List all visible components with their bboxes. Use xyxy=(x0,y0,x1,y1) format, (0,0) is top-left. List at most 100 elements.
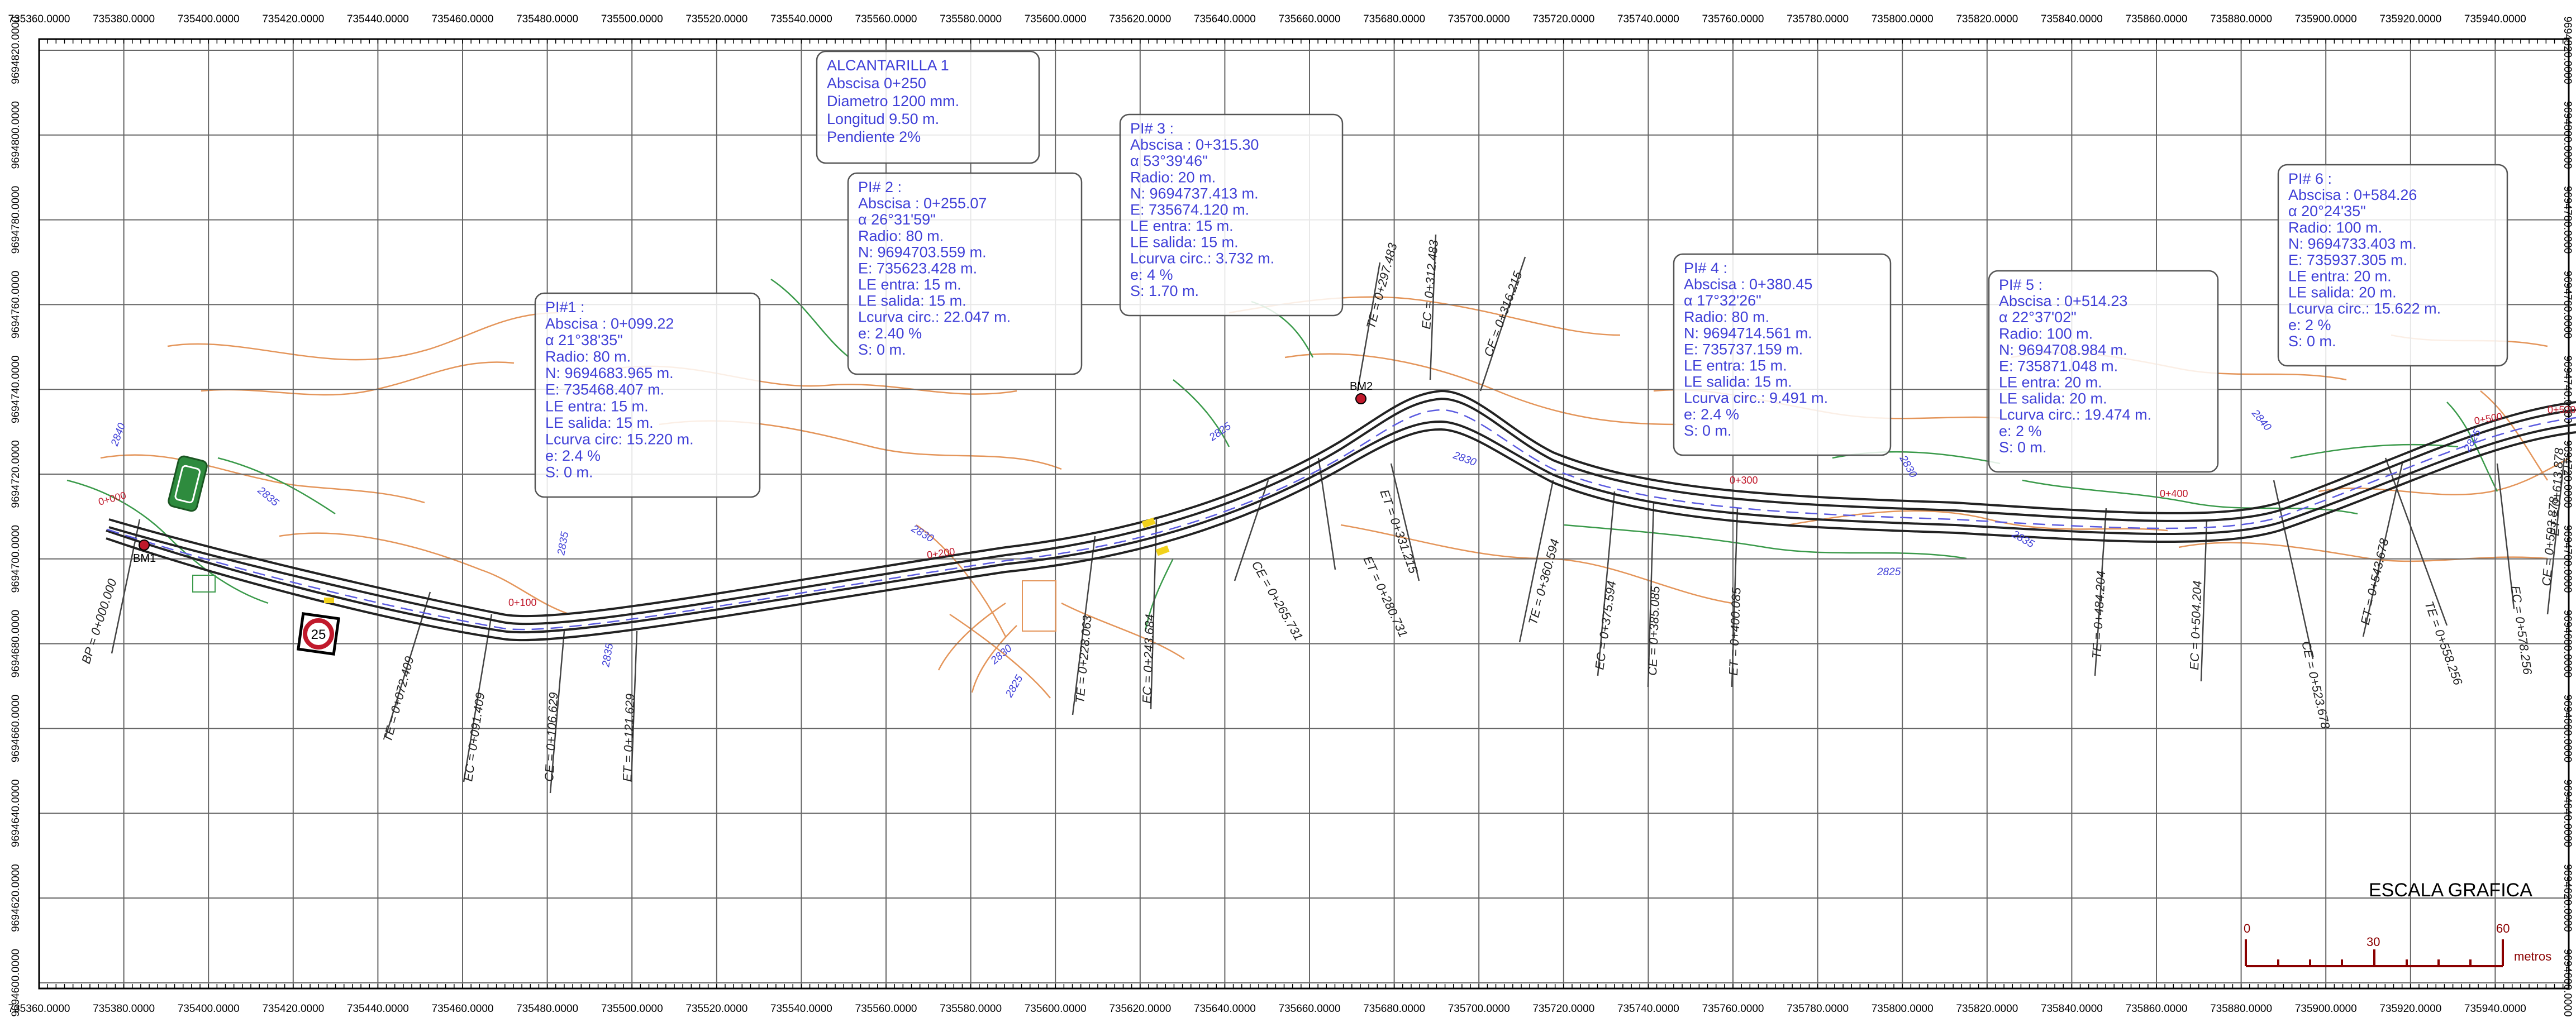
x-tick-label: 735900.0000 xyxy=(2295,1003,2357,1015)
x-tick-label: 735500.0000 xyxy=(601,13,663,25)
box-frame xyxy=(1119,113,1344,317)
box-frame xyxy=(1673,253,1892,456)
box-line: e: 2 % xyxy=(2288,317,2331,333)
x-tick-label: 735560.0000 xyxy=(855,1003,917,1015)
x-tick-label: 735840.0000 xyxy=(2041,13,2103,25)
chainage-label: 0+100 xyxy=(508,597,537,608)
x-tick-label: 735580.0000 xyxy=(940,13,1002,25)
box-frame xyxy=(847,172,1083,375)
x-tick-label: 735460.0000 xyxy=(432,1003,494,1015)
box-line: LE entra: 15 m. xyxy=(545,398,649,414)
box-line: Radio: 80 m. xyxy=(545,348,631,365)
box-line: S: 0 m. xyxy=(858,341,906,358)
box-line: LE salida: 15 m. xyxy=(1684,374,1792,390)
y-tick-label: 9694600.0000 xyxy=(10,949,22,1017)
y-tick-label: 9694680.0000 xyxy=(2561,610,2573,678)
box-line: Lcurva circ.: 9.491 m. xyxy=(1684,390,1828,407)
box-line: S: 0 m. xyxy=(545,464,593,480)
x-tick-label: 735520.0000 xyxy=(685,1003,747,1015)
site-features xyxy=(192,575,1056,632)
box-line: PI# 5 : xyxy=(1999,276,2042,293)
box-line: N: 9694703.559 m. xyxy=(858,243,987,260)
box-line: PI# 4 : xyxy=(1684,260,1727,276)
curve-box-pi4: PI# 4 :Abscisa : 0+380.45α 17°32'26"Radi… xyxy=(1673,253,1892,456)
box-line: LE salida: 15 m. xyxy=(545,414,654,431)
x-tick-label: 735940.0000 xyxy=(2464,1003,2526,1015)
x-tick-label: 735800.0000 xyxy=(1872,1003,1934,1015)
y-tick-label: 9694640.0000 xyxy=(10,779,22,847)
x-tick-label: 735780.0000 xyxy=(1787,1003,1849,1015)
box-line: E: 735737.159 m. xyxy=(1684,341,1803,357)
x-tick-label: 735860.0000 xyxy=(2126,13,2188,25)
scale-tick-0: 0 xyxy=(2244,921,2250,935)
y-tick-label: 9694620.0000 xyxy=(10,864,22,932)
x-tick-label: 735440.0000 xyxy=(347,1003,409,1015)
benchmark-2-label: BM2 xyxy=(1350,380,1373,393)
y-tick-label: 9694820.0000 xyxy=(10,16,22,84)
y-tick-label: 9694740.0000 xyxy=(2561,355,2573,423)
box-line: e: 4 % xyxy=(1130,266,1173,283)
road-guide-sign-icon xyxy=(168,455,208,512)
box-frame xyxy=(534,292,761,498)
y-tick-label: 9694620.0000 xyxy=(2561,864,2573,932)
y-tick-labels-left: 9694820.00009694800.00009694780.00009694… xyxy=(10,16,22,1016)
box-line: e: 2.4 % xyxy=(545,447,601,464)
x-tick-label: 735400.0000 xyxy=(178,1003,240,1015)
box-line: α 22°37'02" xyxy=(1999,309,2077,326)
y-tick-label: 9694680.0000 xyxy=(10,610,22,678)
x-tick-label: 735840.0000 xyxy=(2041,1003,2103,1015)
y-tick-label: 9694720.0000 xyxy=(10,440,22,508)
box-line: PI# 6 : xyxy=(2288,170,2332,187)
box-line: α 17°32'26" xyxy=(1684,292,1761,309)
box-line: Radio: 80 m. xyxy=(1684,308,1769,325)
x-tick-label: 735820.0000 xyxy=(1956,13,2018,25)
y-tick-label: 9694760.0000 xyxy=(10,271,22,339)
plan-frame xyxy=(38,38,2570,990)
x-tick-label: 735920.0000 xyxy=(2379,1003,2441,1015)
x-tick-label: 735400.0000 xyxy=(178,13,240,25)
box-frame xyxy=(816,50,1040,164)
box-line: LE salida: 15 m. xyxy=(858,293,966,309)
box-line: Lcurva circ.: 15.622 m. xyxy=(2288,300,2441,317)
box-line: LE entra: 15 m. xyxy=(1130,218,1234,235)
y-tick-label: 9694660.0000 xyxy=(10,695,22,763)
scale-unit: metros xyxy=(2514,949,2551,963)
box-frame xyxy=(2277,164,2508,367)
box-line: e: 2.4 % xyxy=(1684,406,1739,423)
chainage-label: 0+300 xyxy=(1730,475,1758,486)
scale-tick-60: 60 xyxy=(2496,921,2510,935)
x-tick-label: 735700.0000 xyxy=(1448,13,1510,25)
box-line: N: 9694737.413 m. xyxy=(1130,185,1259,202)
scale-tick-30: 30 xyxy=(2367,935,2380,949)
box-line: LE salida: 15 m. xyxy=(1130,234,1239,251)
x-tick-label: 735860.0000 xyxy=(2126,1003,2188,1015)
station-label: CE = 0+385.085 xyxy=(1645,585,1663,676)
box-line: Abscisa : 0+380.45 xyxy=(1684,276,1812,293)
x-tick-label: 735380.0000 xyxy=(93,1003,155,1015)
box-line: PI# 2 : xyxy=(858,179,902,195)
station-label: EC = 0+243.684 xyxy=(1140,614,1157,704)
x-tick-label: 735680.0000 xyxy=(1363,13,1425,25)
x-tick-label: 735480.0000 xyxy=(516,1003,578,1015)
box-line: PI#1 : xyxy=(545,299,585,316)
box-line: e: 2.40 % xyxy=(858,325,922,342)
station-lines xyxy=(111,234,2565,794)
curve-box-pi5: PI# 5 :Abscisa : 0+514.23α 22°37'02"Radi… xyxy=(1988,270,2219,473)
box-line: e: 2 % xyxy=(1999,423,2042,440)
box-line: N: 9694683.965 m. xyxy=(545,365,674,381)
y-tick-label: 9694740.0000 xyxy=(10,355,22,423)
box-line: Abscisa : 0+315.30 xyxy=(1130,136,1259,153)
contour-label: 2825 xyxy=(1877,566,1901,578)
x-tick-label: 735420.0000 xyxy=(262,1003,324,1015)
box-line: E: 735937.305 m. xyxy=(2288,251,2407,268)
x-tick-label: 735740.0000 xyxy=(1617,1003,1679,1015)
speed-limit-value: 25 xyxy=(311,627,326,642)
x-tick-label: 735520.0000 xyxy=(685,13,747,25)
box-line: α 20°24'35" xyxy=(2288,203,2366,219)
box-line: Abscisa : 0+584.26 xyxy=(2288,187,2417,203)
x-tick-label: 735900.0000 xyxy=(2295,13,2357,25)
box-line: Abscisa : 0+255.07 xyxy=(858,195,987,212)
